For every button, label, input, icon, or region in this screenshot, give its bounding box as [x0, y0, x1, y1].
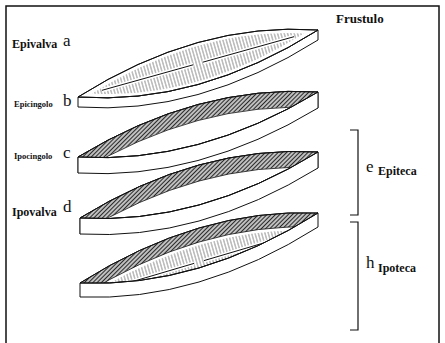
group-letter: e [366, 158, 374, 177]
title-label: Frustulo [336, 12, 384, 26]
part-letter: a [63, 32, 71, 51]
epivalve-surface [78, 29, 318, 98]
frame [6, 6, 439, 343]
part-letter: c [63, 144, 71, 163]
epivalve-mantle [78, 30, 318, 108]
epivalve-drawing [78, 29, 318, 108]
group-name: Ipoteca [378, 262, 416, 275]
epitheca-bracket [350, 130, 358, 215]
part-name: Ipovalva [12, 206, 57, 219]
part-name: Epicingolo [14, 100, 53, 109]
part-letter: b [63, 92, 72, 111]
part-letter: d [63, 198, 72, 217]
part-name: Epivalva [12, 38, 57, 51]
epivalve-raphe [102, 37, 294, 91]
group-name: Epiteca [378, 165, 417, 178]
group-letter: h [366, 254, 375, 273]
epivalve-outline [78, 29, 318, 98]
part-name: Ipocingolo [14, 152, 52, 161]
hypotheca-bracket [350, 222, 358, 330]
epivalve-raphe-margin [102, 37, 294, 91]
